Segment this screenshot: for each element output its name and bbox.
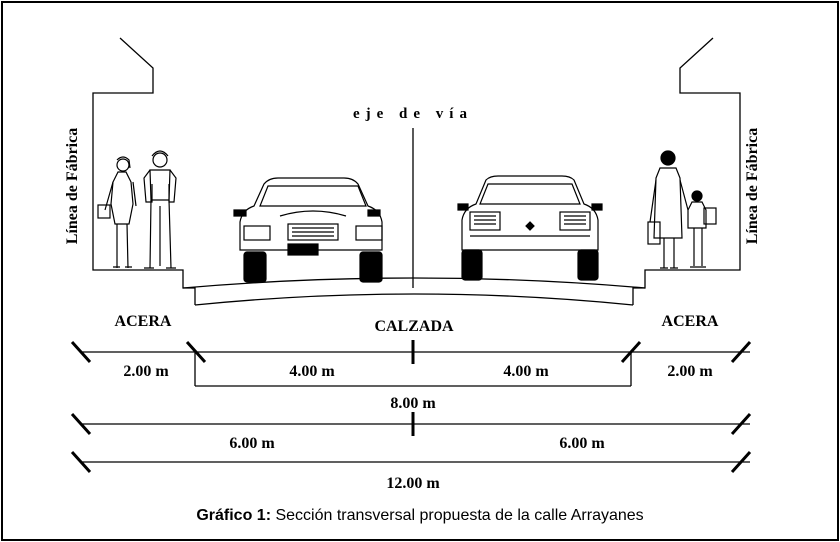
caption-number: Gráfico 1: [196, 507, 271, 524]
car-rear-illustration [457, 175, 603, 281]
section-profile [92, 37, 741, 306]
dimension-half-left: 6.00 m [229, 435, 275, 452]
dimension-lane-left: 4.00 m [289, 363, 335, 380]
dimension-ticks [70, 340, 752, 474]
figure-caption: Gráfico 1: Sección transversal propuesta… [196, 507, 643, 524]
dimension-sidewalk-right: 2.00 m [667, 363, 713, 380]
car-front-illustration [233, 177, 383, 283]
facade-line-label-left: Línea de Fábrica [64, 128, 81, 244]
dimension-lines [80, 351, 750, 463]
pedestrians-left-illustration [97, 150, 177, 269]
dimension-roadway-total: 8.00 m [390, 395, 436, 412]
dimension-sidewalk-left: 2.00 m [123, 363, 169, 380]
dimension-half-right: 6.00 m [559, 435, 605, 452]
dimension-total: 12.00 m [386, 475, 440, 492]
pedestrians-right-illustration [647, 150, 717, 269]
axis-label: eje de vía [353, 106, 473, 122]
roadway-label: CALZADA [374, 318, 454, 335]
facade-line-label-right: Línea de Fábrica [744, 128, 761, 244]
sidewalk-label-left: ACERA [115, 313, 172, 330]
sidewalk-label-right: ACERA [662, 313, 719, 330]
caption-text: Sección transversal propuesta de la call… [271, 507, 644, 524]
dimension-lane-right: 4.00 m [503, 363, 549, 380]
